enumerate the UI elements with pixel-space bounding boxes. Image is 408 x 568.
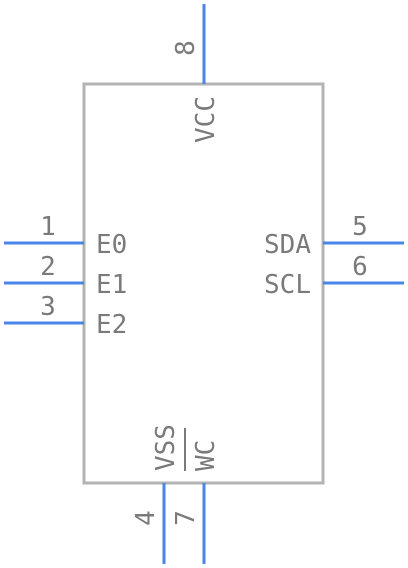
pin-7-number: 7 bbox=[171, 510, 201, 526]
pin-2-name: E1 bbox=[96, 270, 127, 300]
pin-7-name: WC bbox=[191, 440, 221, 471]
pin-6-name: SCL bbox=[264, 270, 311, 300]
pin-6-number: 6 bbox=[352, 252, 368, 282]
pin-1-name: E0 bbox=[96, 230, 127, 260]
pin-2-number: 2 bbox=[40, 252, 56, 282]
pin-4-number: 4 bbox=[131, 510, 161, 526]
pin-3-name: E2 bbox=[96, 310, 127, 340]
pin-1-number: 1 bbox=[40, 212, 56, 242]
pin-8-number: 8 bbox=[171, 40, 201, 56]
pin-4-name: VSS bbox=[151, 424, 181, 471]
pin-3-number: 3 bbox=[40, 292, 56, 322]
pin-8-name: VCC bbox=[191, 96, 221, 143]
pin-5-name: SDA bbox=[264, 230, 311, 260]
pin-5-number: 5 bbox=[352, 212, 368, 242]
